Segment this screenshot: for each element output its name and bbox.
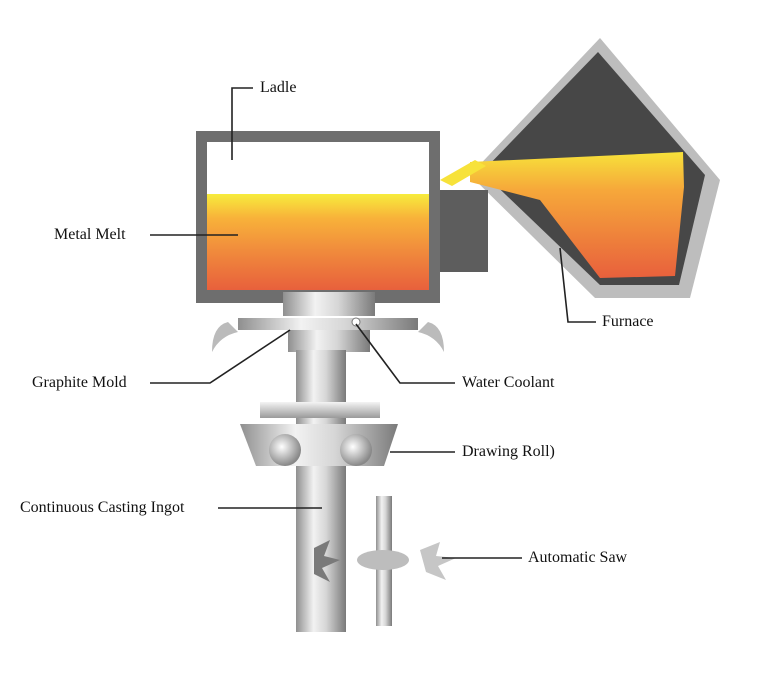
saw-blade-left xyxy=(314,540,340,582)
label-automatic-saw: Automatic Saw xyxy=(528,549,628,566)
pour-spout-stream xyxy=(440,160,486,186)
mold-body xyxy=(288,330,370,352)
casting-ingot xyxy=(296,350,346,632)
drawing-roll-assembly xyxy=(240,402,398,466)
label-water-coolant: Water Coolant xyxy=(462,374,555,391)
ladle-spout-block xyxy=(440,190,488,272)
coolant-pipe-right xyxy=(418,322,444,352)
ladle-melt xyxy=(207,194,429,290)
automatic-saw xyxy=(314,496,456,626)
ladle xyxy=(196,131,488,303)
leader-graphite-mold xyxy=(150,329,291,384)
mold-neck xyxy=(283,292,375,316)
leader-lines xyxy=(150,87,596,559)
furnace xyxy=(440,38,720,298)
saw-hub xyxy=(357,550,409,570)
leader-furnace xyxy=(559,247,596,323)
label-continuous-casting-ingot: Continuous Casting Ingot xyxy=(20,499,185,516)
drawing-roll-left xyxy=(269,434,301,466)
furnace-melt xyxy=(470,152,684,278)
label-graphite-mold: Graphite Mold xyxy=(32,374,127,391)
coolant-inlet xyxy=(351,317,361,327)
roll-frame-top xyxy=(260,402,380,418)
drawing-roll-right xyxy=(340,434,372,466)
graphite-mold xyxy=(212,292,444,352)
label-metal-melt: Metal Melt xyxy=(54,226,126,243)
roll-housing xyxy=(240,424,398,466)
label-furnace: Furnace xyxy=(602,313,654,330)
label-ladle: Ladle xyxy=(260,79,297,96)
leader-ladle xyxy=(231,87,253,160)
coolant-pipe-left xyxy=(212,322,238,352)
saw-blade-right xyxy=(420,542,456,580)
leader-water-coolant xyxy=(355,323,455,384)
label-drawing-roll: Drawing Roll) xyxy=(462,443,555,460)
mold-ring xyxy=(238,318,418,330)
